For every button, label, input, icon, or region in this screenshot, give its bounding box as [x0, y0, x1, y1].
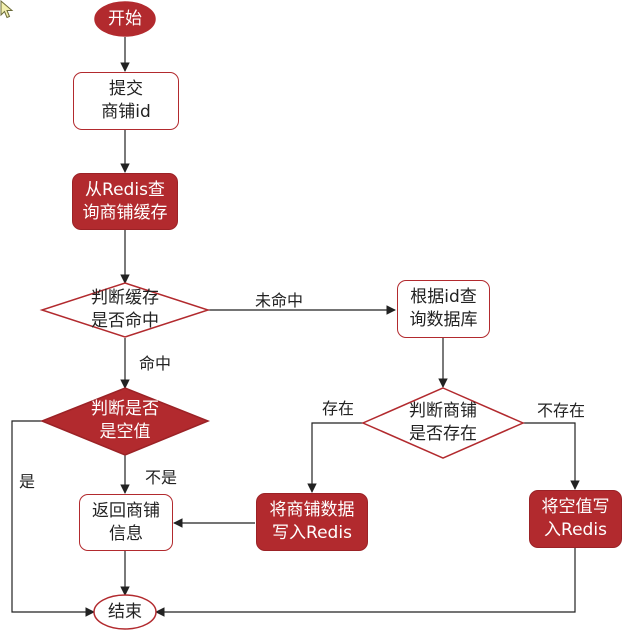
edge-not-exists: [522, 422, 580, 490]
start-node-shape: [94, 1, 156, 37]
edge-label-exists: 存在: [322, 399, 355, 418]
edge-null-end: [155, 548, 576, 617]
edge-label-miss: 未命中: [255, 291, 304, 310]
exists-decision-shape: [361, 387, 525, 459]
exists-decision: 判断商铺 是否存在: [409, 401, 477, 444]
edge-yes: [11, 420, 95, 617]
start-node: 开始: [108, 9, 142, 29]
is-null-decision: 判断是否 是空值: [91, 399, 159, 442]
submit-shop-id-box: 提交 商铺id: [73, 72, 179, 130]
return-shop-info-box: 返回商铺 信息: [79, 494, 173, 551]
mouse-cursor-icon: [0, 0, 14, 19]
write-null-redis-box: 将空值写 入Redis: [529, 490, 622, 548]
edge-exists: [307, 422, 364, 493]
end-node-shape: [93, 594, 157, 630]
edge-label-not-exists: 不存在: [537, 401, 586, 420]
edge-label-hit: 命中: [139, 354, 172, 373]
cache-hit-decision-shape: [39, 282, 211, 338]
end-node: 结束: [108, 602, 142, 622]
write-shop-redis-box: 将商铺数据 写入Redis: [256, 493, 368, 551]
query-redis-box: 从Redis查 询商铺缓存: [72, 173, 178, 230]
edge-label-yes: 是: [19, 472, 36, 491]
cache-hit-decision: 判断缓存 是否命中: [91, 288, 159, 331]
edge-label-not-null: 不是: [145, 468, 178, 487]
query-db-box: 根据id查 询数据库: [397, 280, 490, 338]
is-null-decision-shape: [39, 387, 211, 456]
